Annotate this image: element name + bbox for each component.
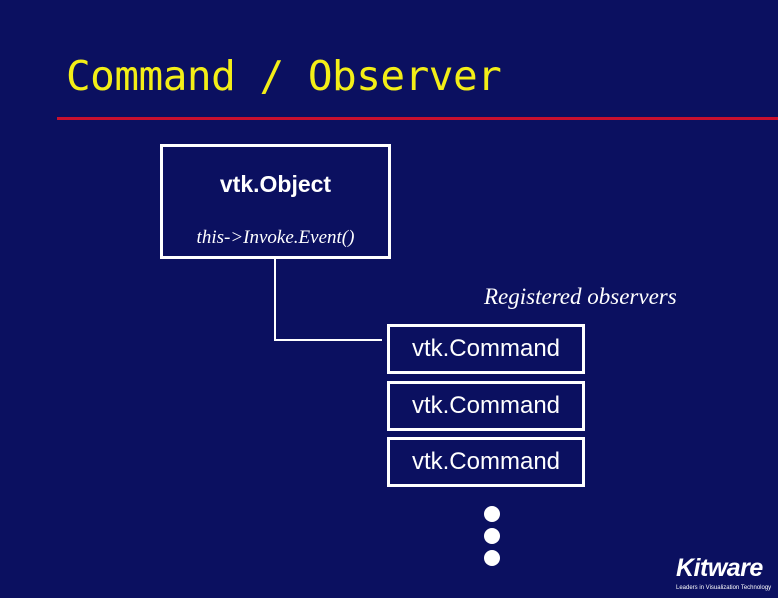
vtk-object-box: vtk.Object this->Invoke.Event() <box>160 144 391 259</box>
slide-title: Command / Observer <box>66 52 502 100</box>
logo-wordmark: Kitware <box>676 554 763 582</box>
logo-tagline: Leaders in Visualization Technology <box>676 585 772 591</box>
ellipsis-dot <box>484 506 500 522</box>
object-class-label: vtk.Object <box>219 171 332 197</box>
title-divider <box>57 117 778 120</box>
invoke-event-label: this->Invoke.Event() <box>196 227 355 248</box>
kitware-logo: Kitware Leaders in Visualization Technol… <box>676 556 771 592</box>
registered-observers-label: Registered observers <box>484 284 677 309</box>
ellipsis-dot <box>484 528 500 544</box>
ellipsis-dot <box>484 550 500 566</box>
command-box: vtk.Command <box>387 324 585 374</box>
command-box: vtk.Command <box>387 437 585 487</box>
command-box: vtk.Command <box>387 381 585 431</box>
